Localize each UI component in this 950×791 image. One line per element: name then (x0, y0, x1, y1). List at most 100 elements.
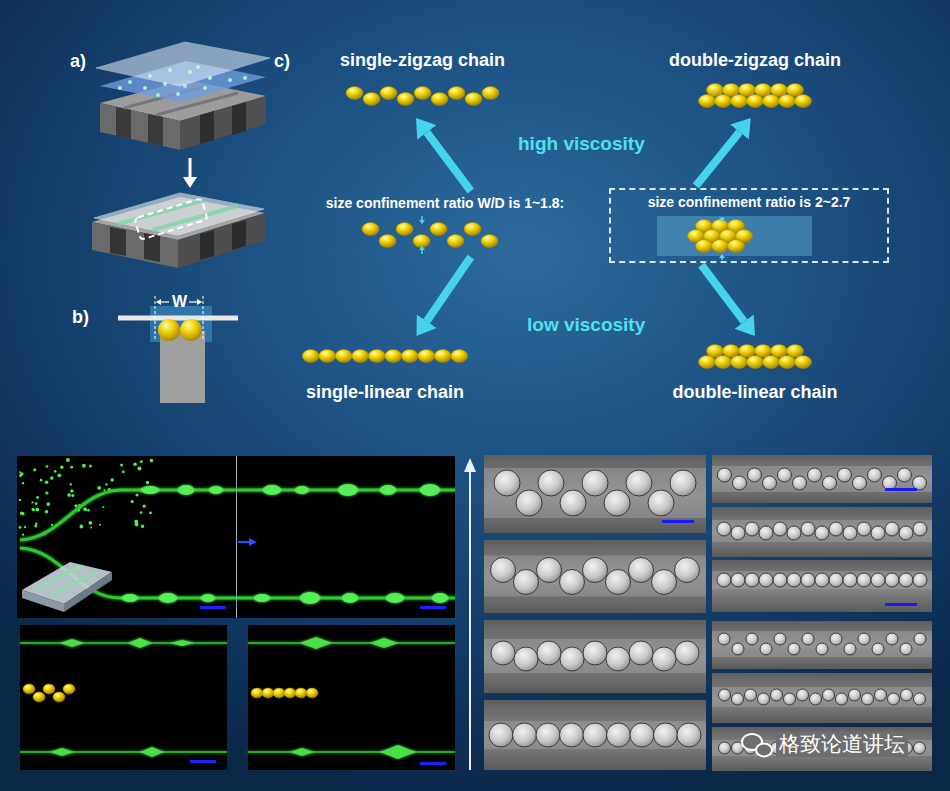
sem-images (484, 455, 932, 771)
sem-panel (484, 620, 706, 693)
fluorescent-particle (22, 482, 24, 484)
confinement-box: size confinement ratio is 2~2.7 (609, 188, 889, 263)
fluorescent-particle (50, 476, 54, 480)
sem-particle (886, 633, 898, 645)
sem-channel (712, 687, 932, 707)
sem-particle (885, 522, 899, 536)
sem-particle (583, 723, 607, 747)
particle (346, 87, 363, 100)
confinement-region (657, 216, 812, 256)
sem-channel (484, 721, 706, 749)
sem-particle (773, 522, 787, 536)
particle (728, 240, 745, 253)
sem-particle (494, 470, 520, 496)
compression-arrow (421, 216, 423, 220)
sem-particle (914, 693, 926, 705)
sem-channel (712, 571, 932, 589)
sem-particle (746, 633, 758, 645)
compression-arrowhead (719, 254, 725, 258)
particle (795, 95, 812, 108)
fluorescent-particle (70, 466, 73, 469)
fluorescent-particle (45, 491, 48, 494)
sem-particle (914, 633, 926, 645)
particle (465, 93, 482, 106)
sem-panel (712, 673, 932, 723)
particle (763, 356, 780, 369)
sem-particle (801, 522, 815, 536)
sem-particle (583, 641, 607, 665)
arrow-connector (427, 132, 471, 191)
sem-particle (868, 468, 882, 482)
compression-arrow (721, 217, 723, 218)
sem-panel (712, 455, 932, 503)
particle (319, 350, 336, 363)
sem-panel (712, 727, 932, 771)
fluorescent-particle (90, 527, 92, 529)
sem-particle (759, 573, 773, 587)
fluorescent-particle (40, 479, 43, 482)
compression-arrow (721, 258, 723, 260)
particle-chain (650, 342, 860, 370)
particle (397, 93, 414, 106)
sem-particle (626, 470, 652, 496)
sem-particle (875, 689, 887, 701)
sem-particle (913, 522, 927, 536)
condition-label: high viscosity (518, 133, 645, 156)
sem-particle (862, 693, 874, 705)
sem-particle (732, 693, 744, 705)
sem-particle (731, 573, 745, 587)
sem-particle (816, 643, 828, 655)
particle (352, 350, 369, 363)
sem-particle (758, 693, 770, 705)
sem-particle (898, 468, 912, 482)
sem-particle (771, 689, 783, 701)
sem-particle (733, 476, 747, 490)
particle (696, 240, 713, 253)
sem-particle (844, 643, 856, 655)
particle (379, 235, 396, 248)
sem-particle (582, 470, 608, 496)
particle (763, 95, 780, 108)
fluorescent-particle (35, 502, 38, 505)
particle-chain (650, 78, 860, 114)
sem-channel (712, 631, 932, 657)
sem-particle (808, 468, 822, 482)
sem-particle (759, 526, 773, 540)
sem-particle (901, 689, 913, 701)
fluorescent-particle (150, 459, 154, 463)
particle (795, 356, 812, 369)
sem-particle (853, 476, 867, 490)
watermark-icon (742, 734, 772, 757)
particle (413, 235, 430, 248)
sem-particle (491, 558, 516, 583)
fluorescent-particle (19, 526, 22, 529)
sem-particle (654, 723, 678, 747)
fluorescent-particle (105, 483, 107, 485)
sem-particle (815, 573, 829, 587)
sem-particle (670, 470, 696, 496)
sem-channel (484, 468, 706, 518)
fluorescent-particle (83, 507, 87, 511)
sem-particle (560, 570, 585, 595)
sem-particle (885, 573, 899, 587)
sem-particle (913, 573, 927, 587)
fluorescent-particle (60, 466, 63, 469)
sem-particle (560, 723, 584, 747)
panel-letter: c) (274, 51, 290, 73)
fluorescent-particle (24, 526, 26, 528)
sem-particle (843, 573, 857, 587)
trend-arrow (464, 458, 476, 770)
fluorescent-particle (99, 524, 101, 526)
sem-particle (838, 468, 852, 482)
particle (302, 350, 319, 363)
node-text: single-linear chain (306, 382, 464, 404)
sem-particle (718, 633, 730, 645)
sem-particle (516, 490, 542, 516)
fluorescent-particle (45, 510, 49, 514)
sem-panel (484, 455, 706, 533)
sem-particle (717, 573, 731, 587)
sem-particle (778, 468, 792, 482)
fluorescent-particle (46, 465, 49, 468)
sem-particle (536, 723, 560, 747)
